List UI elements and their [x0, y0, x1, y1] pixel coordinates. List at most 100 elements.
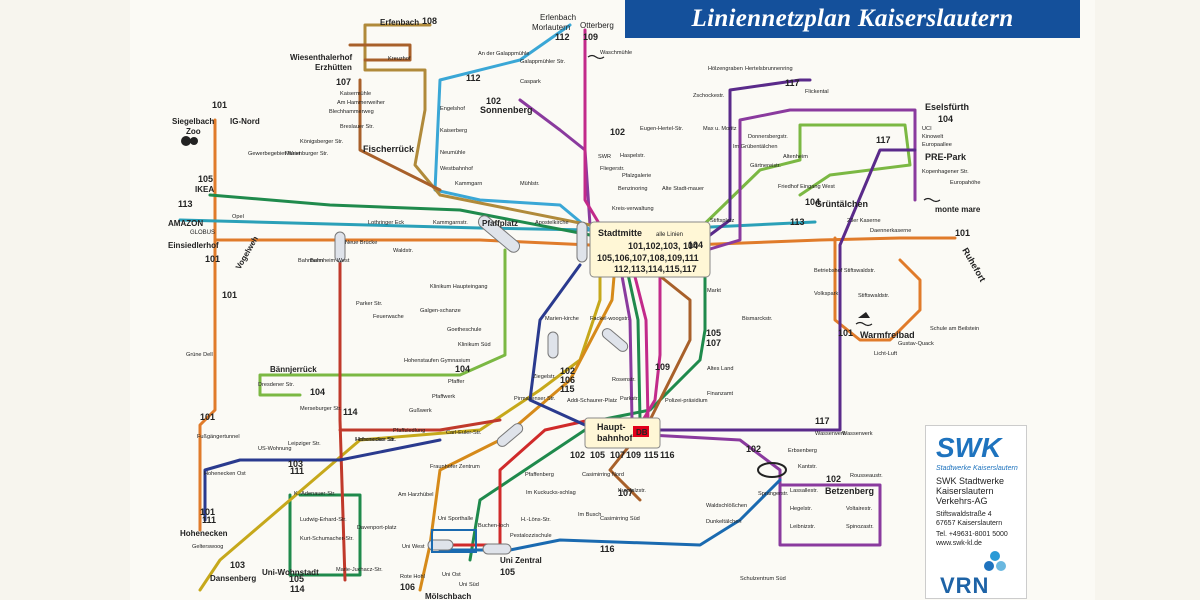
hub-stadtmitte-row2: 105,106,107,108,109,111 — [597, 253, 699, 263]
district-pre-park: PRE-Park — [925, 152, 967, 162]
line-number-tag: 101 — [212, 100, 227, 110]
stop-label: Davenport-platz — [357, 525, 397, 531]
route-bundle-2 — [624, 263, 642, 422]
pool-icon-north — [587, 54, 605, 60]
route-bundle-3 — [630, 263, 650, 422]
stop-label: Uni Süd — [459, 582, 479, 588]
stop-label: Marien-kirche — [545, 316, 579, 322]
swk-address-2: 67657 Kaiserslautern — [936, 520, 1003, 527]
stop-label: Am Harzhübel — [398, 492, 433, 498]
stop-label: Kurpfalzstr. — [618, 488, 646, 494]
line-routes — [178, 23, 957, 592]
line-number-tag: 106 — [400, 582, 415, 592]
stop-label: Volkspark — [814, 291, 838, 297]
stop-label: Eugen-Hertel-Str. — [640, 126, 684, 132]
stop-label: Rousseaustr. — [850, 473, 883, 479]
district-ikea: IKEA — [195, 185, 214, 194]
map-title-banner: Liniennetzplan Kaiserslautern — [625, 0, 1080, 38]
stop-label: Altes Land — [707, 366, 733, 372]
route-102 — [518, 98, 917, 547]
stop-label: Addi-Schaurer-Platz — [567, 398, 617, 404]
line-number-tag: 105 — [289, 574, 304, 584]
stop-label: Am Hammerweiher — [337, 100, 385, 106]
district-amazon: AMAZON — [168, 219, 203, 228]
district-otterberg: Otterberg — [580, 21, 614, 30]
stop-label: Lassallestr. — [790, 488, 818, 494]
transfer-carl-euler — [496, 423, 524, 447]
line-number-tag: 104 — [455, 364, 470, 374]
stop-label: Gelterswoog — [192, 544, 223, 550]
route-111 — [203, 438, 442, 522]
line-number-tag: 101 — [955, 228, 970, 238]
stop-label: Hohenecken Ost — [204, 471, 246, 477]
stop-label: Max u. Moritz — [703, 126, 737, 132]
stop-label: Hohenecker Str. — [356, 437, 397, 443]
stop-label: US-Wohnung — [258, 446, 291, 452]
stop-label: Alte Stadt-mauer — [662, 186, 704, 192]
stop-label: Carl-Euler-Str. — [446, 430, 482, 436]
stop-label: Breslauer Str. — [340, 124, 374, 130]
stop-label: Sprangerstr. — [758, 491, 789, 497]
hub-stadtmitte-row1: 101,102,103, 104 — [628, 241, 698, 251]
line-number-tag: 117 — [785, 78, 800, 88]
hub-hbf-name2: bahnhof — [597, 433, 633, 443]
line-number-tag: 102 — [610, 127, 625, 137]
line-number-tag: 102 — [486, 96, 501, 106]
stop-label: Schulzentrum Süd — [740, 576, 786, 582]
line-number-tag: 103 — [230, 560, 245, 570]
line-number-tag: 102 — [560, 366, 575, 376]
line-number-tag: 105 — [198, 174, 213, 184]
district-eselsfuerth: Eselsfürth — [925, 102, 969, 112]
stop-label: Wasserwerk — [815, 431, 846, 437]
stop-label: Kammgarn — [455, 181, 482, 187]
stop-label: Galgen-schanze — [420, 308, 461, 314]
stop-label: Uni Sporthalle — [438, 516, 473, 522]
stop-label: Polizei-präsidium — [665, 398, 708, 404]
stop-label: Voltairestr. — [846, 506, 873, 512]
stop-label: Im Kuckucks-schlag — [526, 490, 576, 496]
line-number-tag: 108 — [422, 16, 437, 26]
route-108 — [363, 23, 592, 227]
route-101 — [198, 118, 592, 532]
district-erfenbach: Erfenbach — [380, 18, 419, 27]
line-number-tag: 107 — [706, 338, 721, 348]
district-siegelbach: Siegelbach — [172, 117, 214, 126]
line-number-tag: 109 — [626, 450, 641, 460]
stop-label: Haspelstr. — [620, 153, 645, 159]
stop-label: UCI — [922, 126, 932, 132]
stop-label: Königsberger Str. — [300, 139, 344, 145]
vrn-logo: VRN — [940, 573, 990, 598]
db-badge: DB — [636, 428, 648, 437]
stop-label: Hohenecker Str. — [355, 437, 396, 443]
district-sonnenberg: Sonnenberg — [480, 105, 533, 115]
swk-website[interactable]: www.swk-kl.de — [936, 540, 982, 547]
stop-label: Feuerwache — [373, 314, 404, 320]
stop-label: Fußgängertunnel — [197, 434, 240, 440]
pool-icon-monte-mare — [923, 197, 941, 203]
district-warmfreibad: Warmfreibad — [860, 330, 915, 340]
district-gruentaelchen: Grüntälchen — [815, 199, 868, 209]
stop-label: Pfalzgalerie — [622, 173, 651, 179]
line-number-tag: 101 — [222, 290, 237, 300]
swk-org-1: SWK Stadtwerke — [936, 476, 1005, 486]
line-number-tag: 109 — [583, 32, 598, 42]
stop-label: Neue Brücke — [345, 240, 377, 246]
line-number-tag: 104 — [310, 387, 325, 397]
hub-stadtmitte[interactable]: Stadtmitte alle Linien 101,102,103, 104 … — [589, 221, 711, 278]
hub-hauptbahnhof[interactable]: Haupt- bahnhof DB — [584, 417, 661, 449]
stop-label: Parkstr. — [620, 396, 639, 402]
stop-label: Leipziger Str. — [288, 441, 321, 447]
district-monte-mare: monte mare — [935, 205, 981, 214]
stop-label: Marie-Juchacz-Str. — [336, 567, 383, 573]
route-107 — [348, 43, 692, 502]
stop-label: Gärtnereistr. — [750, 163, 781, 169]
line-number-tag: 101 — [838, 328, 853, 338]
stop-label: Pfaffenberg — [525, 472, 554, 478]
swimming-icon — [855, 312, 873, 327]
line-number-tag: 101 — [200, 412, 215, 422]
hub-stadtmitte-row3: 112,113,114,115,117 — [614, 264, 697, 274]
district-fischerrueck: Fischerrück — [363, 144, 415, 154]
line-number-tag: 104 — [938, 114, 953, 124]
stop-label: Uni West — [402, 544, 425, 550]
stop-label: Kopenhagener Str. — [922, 169, 969, 175]
